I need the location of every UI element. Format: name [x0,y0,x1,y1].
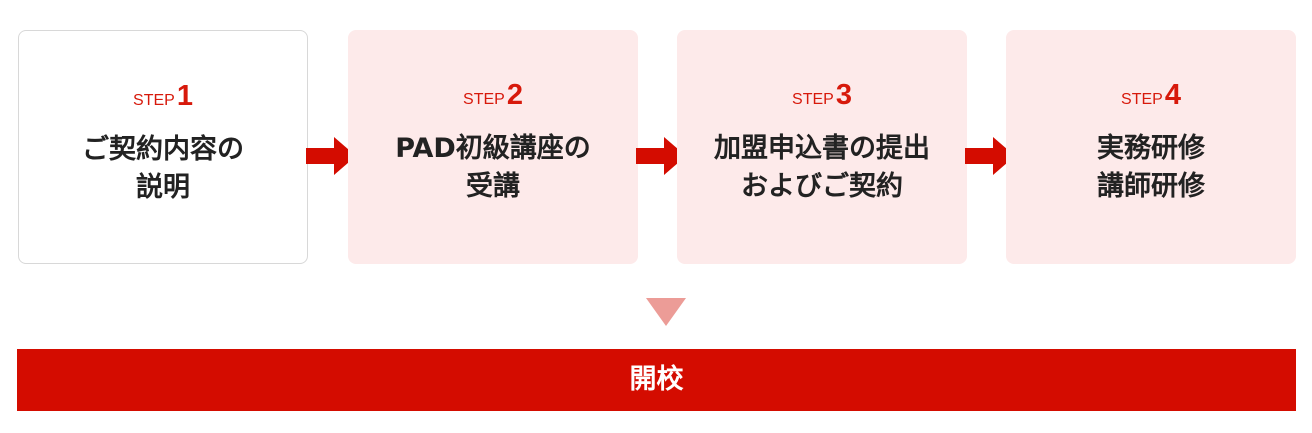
step-number: 3 [835,79,852,111]
opening-banner-label: 開校 [629,364,684,395]
step-label: STEP2 [348,78,638,112]
step-title-line-2: 受講 [466,171,520,202]
step-card-3: STEP3 加盟申込書の提出 およびご契約 [677,30,967,264]
step-number: 2 [506,79,523,111]
step-title-line-2: 説明 [136,172,190,203]
step-title: 実務研修 講師研修 [1006,130,1296,206]
step-label: STEP3 [677,78,967,112]
step-number: 1 [176,80,193,112]
step-title-line-1: 加盟申込書の提出 [714,133,930,164]
step-word: STEP [133,92,175,109]
step-card-4: STEP4 実務研修 講師研修 [1006,30,1296,264]
right-arrow-icon [965,137,1015,175]
step-label: STEP1 [19,79,307,113]
step-label: STEP4 [1006,78,1296,112]
step-title: PAD初級講座の 受講 [348,130,638,206]
step-card-2: STEP2 PAD初級講座の 受講 [348,30,638,264]
step-title: 加盟申込書の提出 およびご契約 [677,130,967,206]
step-title-line-2: およびご契約 [741,171,903,202]
step-title: ご契約内容の 説明 [19,131,307,207]
step-title-line-1: ご契約内容の [82,134,244,165]
down-triangle-icon [646,298,686,326]
step-card-1: STEP1 ご契約内容の 説明 [18,30,308,264]
step-title-line-2: 講師研修 [1097,171,1205,202]
right-arrow-icon [636,137,686,175]
step-title-line-1: PAD初級講座の [395,133,591,164]
opening-banner: 開校 [17,349,1296,411]
step-word: STEP [463,91,505,108]
step-word: STEP [792,91,834,108]
step-word: STEP [1121,91,1163,108]
step-number: 4 [1164,79,1181,111]
step-title-line-1: 実務研修 [1097,133,1205,164]
right-arrow-icon [306,137,356,175]
